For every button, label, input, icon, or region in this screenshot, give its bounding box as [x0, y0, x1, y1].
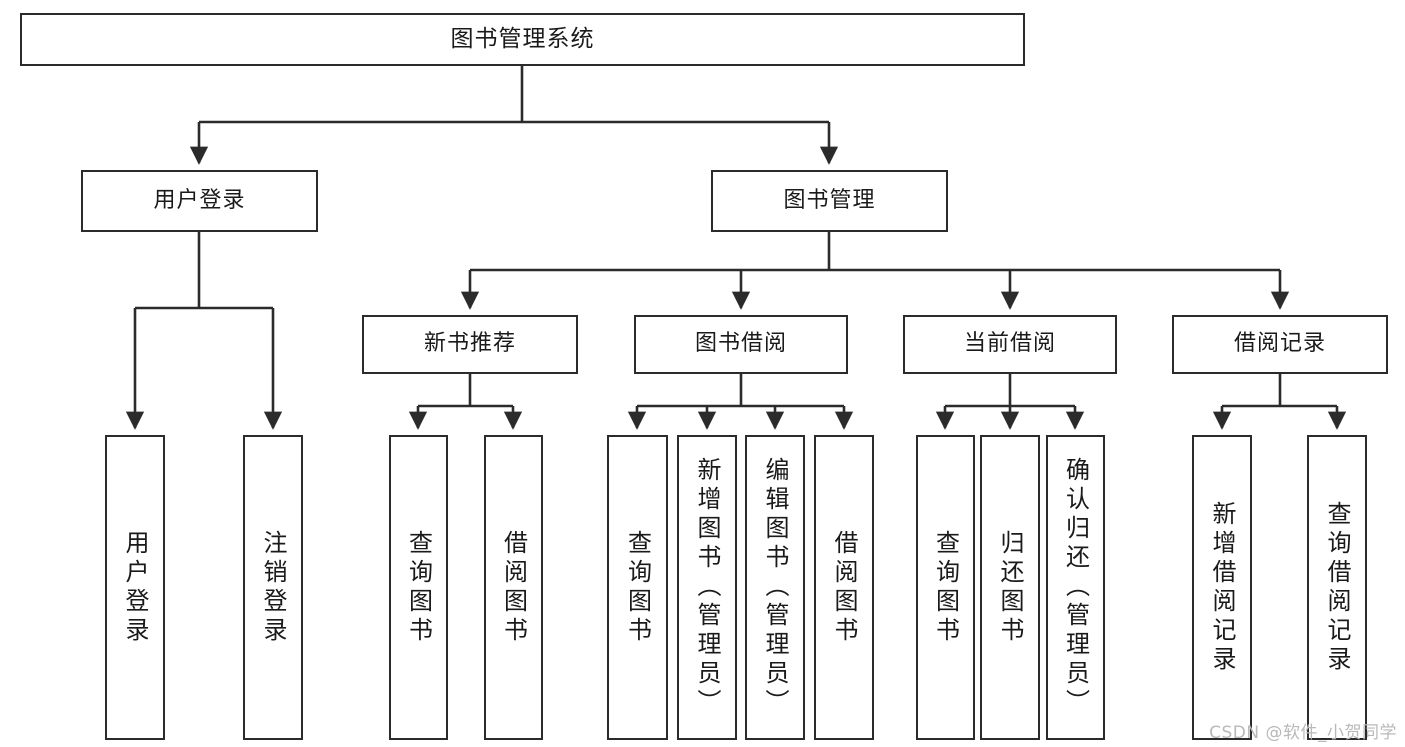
node-leaf-return-book-label: 归还图书 [996, 529, 1024, 646]
node-leaf-confirm-return-admin-label: 确认归还（管理员） [1061, 457, 1090, 718]
node-leaf-edit-book-admin[interactable]: 编辑图书（管理员） [745, 435, 805, 740]
node-leaf-query-book-2[interactable]: 查询图书 [607, 435, 668, 740]
node-leaf-borrow-book-1[interactable]: 借阅图书 [484, 435, 543, 740]
node-current-borrow[interactable]: 当前借阅 [903, 315, 1117, 374]
node-leaf-confirm-return-admin[interactable]: 确认归还（管理员） [1046, 435, 1105, 740]
node-user-login-label: 用户登录 [153, 187, 246, 213]
node-new-book-recommend[interactable]: 新书推荐 [362, 315, 578, 374]
node-leaf-user-login[interactable]: 用户登录 [105, 435, 165, 740]
node-book-borrow[interactable]: 图书借阅 [634, 315, 848, 374]
node-leaf-borrow-book-1-label: 借阅图书 [499, 529, 528, 646]
node-leaf-add-book-admin-label: 新增图书（管理员） [693, 457, 721, 718]
node-leaf-query-book-1[interactable]: 查询图书 [389, 435, 448, 740]
node-leaf-edit-book-admin-label: 编辑图书（管理员） [761, 457, 789, 718]
node-leaf-user-logout[interactable]: 注销登录 [243, 435, 303, 740]
node-book-borrow-label: 图书借阅 [694, 331, 787, 357]
node-book-manage-label: 图书管理 [783, 187, 876, 213]
node-leaf-query-book-2-label: 查询图书 [623, 529, 652, 646]
node-leaf-add-book-admin[interactable]: 新增图书（管理员） [677, 435, 737, 740]
node-borrow-record-label: 借阅记录 [1233, 331, 1326, 357]
node-root-label: 图书管理系统 [450, 25, 595, 52]
node-borrow-record[interactable]: 借阅记录 [1172, 315, 1388, 374]
node-leaf-query-book-3-label: 查询图书 [931, 529, 960, 646]
node-book-manage[interactable]: 图书管理 [711, 170, 948, 232]
node-leaf-return-book[interactable]: 归还图书 [980, 435, 1040, 740]
watermark: CSDN @软件_小贺同学 [1209, 723, 1397, 743]
node-leaf-query-book-3[interactable]: 查询图书 [916, 435, 975, 740]
node-user-login[interactable]: 用户登录 [81, 170, 318, 232]
node-leaf-query-book-1-label: 查询图书 [404, 529, 433, 646]
node-leaf-borrow-book-2[interactable]: 借阅图书 [814, 435, 874, 740]
node-leaf-user-login-label: 用户登录 [121, 529, 149, 646]
node-root[interactable]: 图书管理系统 [20, 13, 1025, 66]
node-leaf-add-borrow-record[interactable]: 新增借阅记录 [1192, 435, 1252, 740]
node-leaf-query-borrow-record-label: 查询借阅记录 [1323, 500, 1351, 675]
node-leaf-user-logout-label: 注销登录 [259, 529, 287, 646]
node-leaf-query-borrow-record[interactable]: 查询借阅记录 [1307, 435, 1367, 740]
node-new-book-recommend-label: 新书推荐 [423, 331, 516, 357]
node-leaf-borrow-book-2-label: 借阅图书 [830, 529, 858, 646]
node-current-borrow-label: 当前借阅 [963, 331, 1056, 357]
node-leaf-add-borrow-record-label: 新增借阅记录 [1208, 500, 1236, 675]
